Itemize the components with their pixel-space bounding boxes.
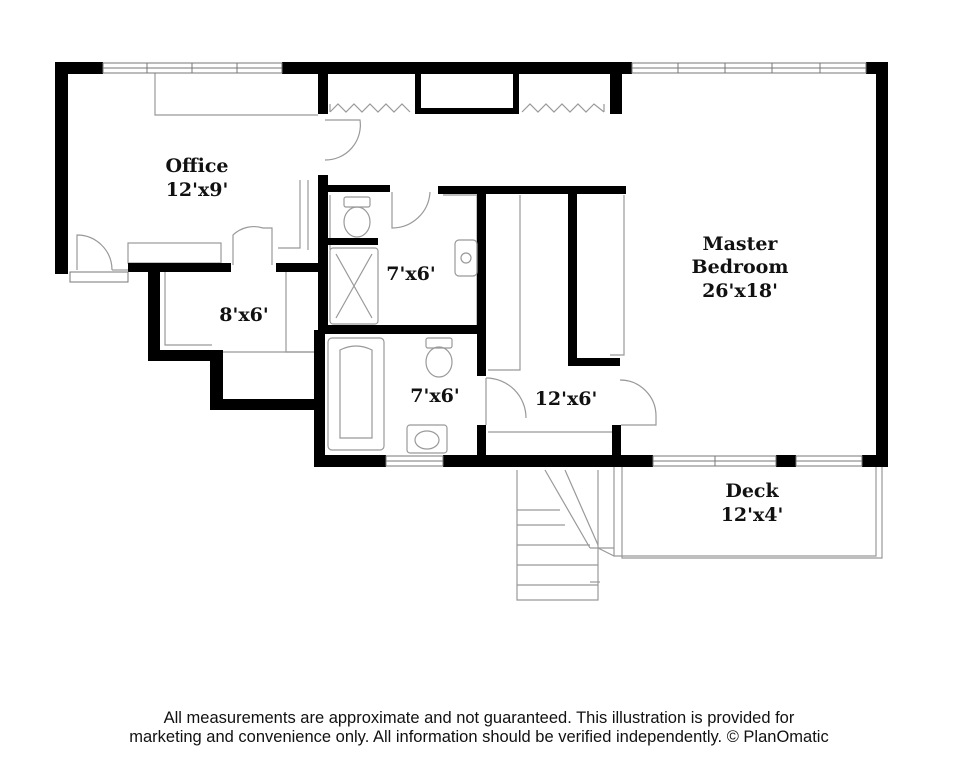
closet-size: 8'x6' xyxy=(219,304,268,326)
room-labels: Office 12'x9' 8'x6' 7'x6' 7'x6' 12'x6' M… xyxy=(165,155,788,526)
master-name-line2: Bedroom xyxy=(692,256,789,278)
fixtures xyxy=(327,196,478,454)
bath-lower-size: 7'x6' xyxy=(410,385,459,407)
office-size: 12'x9' xyxy=(166,179,229,201)
hall-closet-size: 12'x6' xyxy=(535,388,598,410)
deck-name: Deck xyxy=(725,480,779,502)
bath-upper-size: 7'x6' xyxy=(386,263,435,285)
master-name-line1: Master xyxy=(703,233,779,255)
walls xyxy=(55,62,888,467)
fixture-lines xyxy=(127,72,883,601)
master-size: 26'x18' xyxy=(702,280,778,302)
doors xyxy=(76,103,657,426)
disclaimer-line-1: All measurements are approximate and not… xyxy=(163,709,795,727)
windows xyxy=(69,62,867,467)
disclaimer: All measurements are approximate and not… xyxy=(0,709,958,747)
deck-size: 12'x4' xyxy=(721,504,784,526)
office-name: Office xyxy=(165,155,228,177)
disclaimer-line-2: marketing and convenience only. All info… xyxy=(129,728,829,746)
